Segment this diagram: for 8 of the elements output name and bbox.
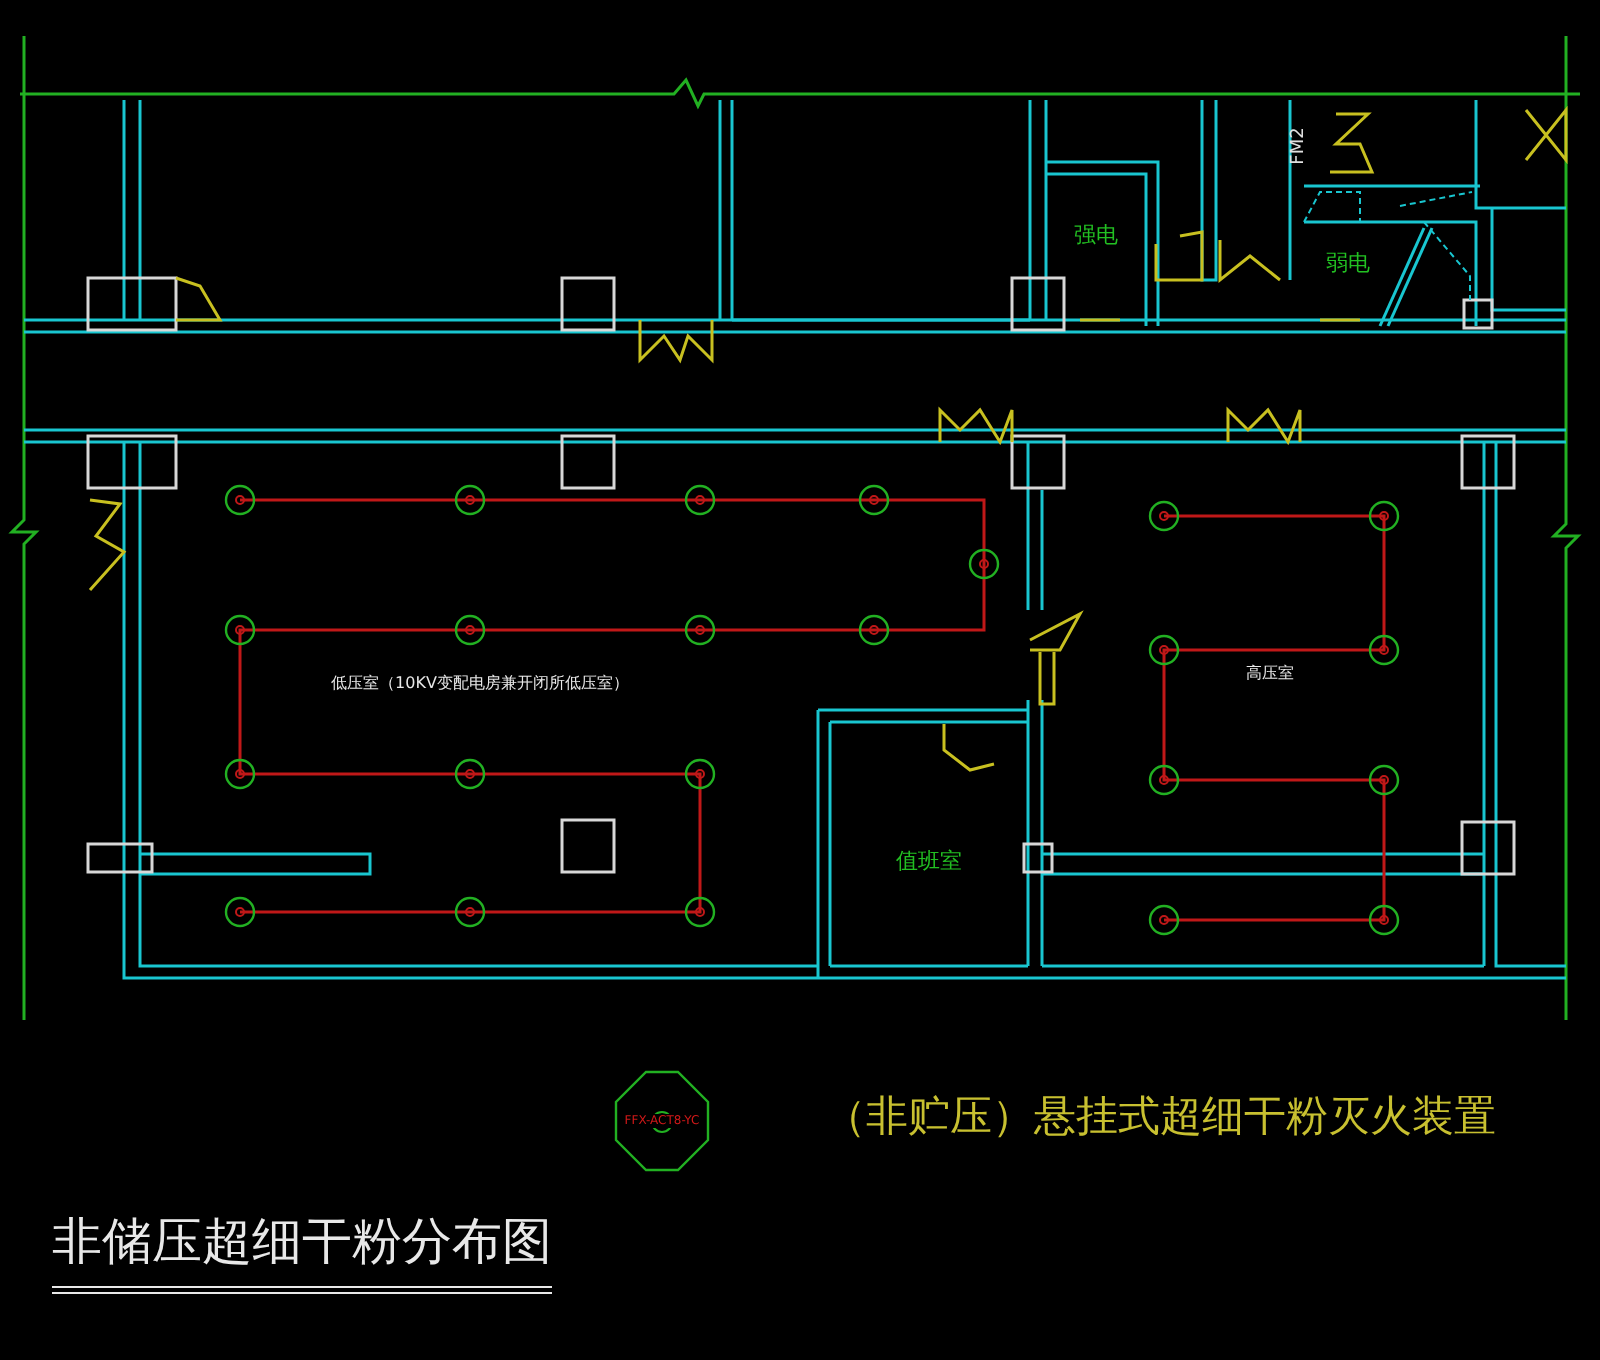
room-label: 强电	[1074, 219, 1118, 249]
legend-text: （非贮压）悬挂式超细干粉灭火装置	[824, 1090, 1496, 1144]
room-label: 低压室（10KV变配电房兼开闭所低压室）	[331, 671, 629, 693]
room-label: 弱电	[1326, 247, 1370, 277]
room-label: 高压室	[1246, 661, 1294, 683]
drawing-title: 非储压超细干粉分布图	[52, 1208, 552, 1294]
tag-label: FM2	[1288, 127, 1309, 165]
room-label: 值班室	[896, 845, 962, 875]
